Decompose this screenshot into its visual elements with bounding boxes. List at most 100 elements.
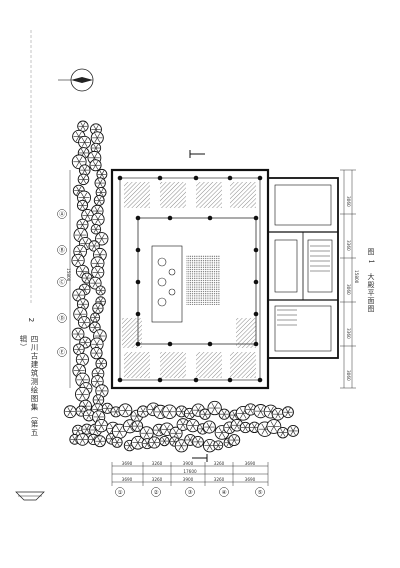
axis-C: Ⓒ — [59, 278, 65, 286]
column-icon — [253, 341, 259, 347]
stair-lines — [277, 245, 330, 326]
column-icon — [227, 175, 233, 181]
dim-b1-2: 3260 — [152, 461, 163, 466]
tree-icon — [159, 435, 170, 447]
tree-icon — [282, 406, 294, 419]
altar-figures — [157, 257, 176, 307]
bottom-axis-bubbles — [115, 487, 265, 497]
tree-icon — [213, 440, 224, 451]
tree-icon — [71, 253, 85, 268]
column-icon — [193, 377, 199, 383]
dim-b1-4: 3260 — [214, 461, 225, 466]
hatched-blocks — [122, 182, 256, 378]
tree-icon — [63, 405, 77, 419]
tree-icon — [95, 232, 109, 246]
tree-icon — [148, 436, 161, 449]
tree-icon — [239, 421, 252, 434]
tree-icon — [78, 164, 91, 176]
bottom-dimensions — [111, 462, 269, 486]
tree-icon — [266, 419, 282, 434]
tree-icon — [137, 405, 150, 418]
tree-icon — [118, 403, 133, 418]
left-axis-labels: Ⓐ Ⓑ Ⓒ Ⓓ Ⓔ — [59, 210, 65, 356]
tree-icon — [77, 173, 90, 186]
dim-b2-5: 3690 — [245, 477, 256, 482]
tree-icon — [287, 424, 300, 437]
tree-icon — [78, 135, 92, 149]
tree-icon — [96, 168, 108, 180]
tree-icon — [218, 408, 230, 420]
axis-A: Ⓐ — [59, 210, 65, 218]
scale-bar-icon — [15, 491, 45, 501]
dim-left-total: 15800 — [66, 268, 71, 282]
column-icon — [135, 311, 141, 317]
dim-b2-1: 3690 — [122, 477, 133, 482]
column-icon — [227, 377, 233, 383]
bottom-axis-labels: ① ② ③ ④ ⑤ — [118, 489, 263, 496]
tree-icon — [76, 433, 89, 446]
column-icon — [253, 247, 259, 253]
tree-icon — [248, 421, 261, 433]
tree-icon — [90, 346, 103, 360]
tree-icon — [71, 327, 85, 341]
column-icon — [253, 279, 259, 285]
tree-icon — [202, 420, 216, 434]
dim-r-5: 3060 — [346, 370, 351, 381]
tree-icon — [192, 436, 204, 448]
tree-icon — [90, 131, 104, 145]
dim-right-total: 15800 — [354, 270, 359, 284]
tree-foliage — [63, 120, 300, 453]
axis-2: ② — [154, 489, 159, 496]
column-icon — [157, 377, 163, 383]
tree-icon — [271, 407, 285, 421]
dim-b1-5: 3690 — [245, 461, 256, 466]
tree-icon — [94, 435, 106, 448]
tree-icon — [90, 312, 101, 323]
dim-b1-1: 3690 — [122, 461, 133, 466]
tree-icon — [199, 408, 211, 420]
tree-icon — [244, 403, 257, 416]
tree-icon — [95, 357, 108, 370]
column-grid — [117, 175, 263, 383]
axis-4: ④ — [222, 490, 227, 496]
column-icon — [257, 175, 263, 181]
right-dim-texts: 3060 3360 3060 3360 3060 15800 — [346, 196, 359, 381]
tree-icon — [162, 404, 177, 420]
right-dimensions — [340, 169, 356, 389]
column-icon — [135, 215, 141, 221]
axis-B: Ⓑ — [59, 246, 65, 254]
dim-r-1: 3060 — [346, 196, 351, 207]
column-icon — [253, 215, 259, 221]
tree-icon — [228, 434, 241, 446]
tree-icon — [95, 384, 109, 398]
column-icon — [135, 279, 141, 285]
column-icon — [117, 175, 123, 181]
tree-icon — [277, 426, 289, 439]
dim-r-3: 3060 — [346, 284, 351, 295]
column-icon — [135, 341, 141, 347]
tree-icon — [76, 218, 89, 231]
tree-icon — [89, 159, 102, 172]
tree-icon — [92, 302, 104, 314]
axis-E: Ⓔ — [59, 348, 65, 356]
tree-icon — [94, 177, 106, 189]
column-icon — [193, 175, 199, 181]
dim-bottom-total: 17600 — [183, 469, 197, 474]
tree-icon — [174, 439, 188, 453]
book-title: 四川古建筑测绘图集（第五辑） — [19, 335, 39, 437]
sheet-number: 2 — [27, 317, 36, 323]
tree-icon — [72, 424, 84, 437]
tree-icon — [95, 285, 106, 296]
column-icon — [157, 175, 163, 181]
column-icon — [207, 215, 213, 221]
dim-r-2: 3360 — [346, 240, 351, 251]
tree-icon — [93, 195, 105, 206]
dim-r-4: 3360 — [346, 328, 351, 339]
tree-icon — [90, 142, 102, 154]
north-arrow-icon — [58, 68, 94, 92]
tree-icon — [207, 400, 222, 416]
tree-icon — [76, 199, 89, 211]
axis-5: ⑤ — [258, 490, 263, 496]
tree-icon — [76, 298, 89, 311]
